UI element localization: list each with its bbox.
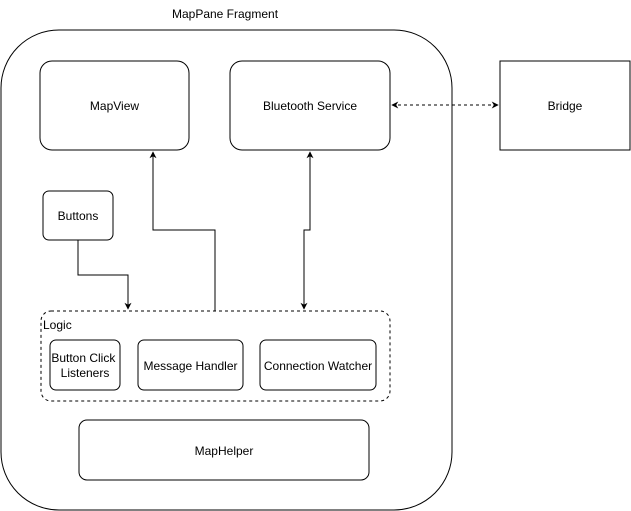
edge-logic-to-mapview <box>149 151 216 311</box>
maphelper-node <box>78 419 370 481</box>
edge-buttons-to-logic <box>77 240 132 310</box>
connection-watcher-label: Connection Watcher <box>264 359 372 373</box>
bluetooth-service-label: Bluetooth Service <box>263 99 357 113</box>
maphelper-label: MapHelper <box>195 444 254 458</box>
message-handler-node <box>137 339 244 391</box>
connection-watcher-node <box>259 339 377 391</box>
edge-bluetooth-to-logic <box>300 151 314 310</box>
container-title: MapPane Fragment <box>172 7 279 21</box>
button-click-listeners-label: Button Click Listeners <box>51 351 118 380</box>
logic-label: Logic <box>43 318 72 332</box>
button-click-label-line1: Button Click <box>51 351 116 365</box>
button-click-label-line2: Listeners <box>61 366 110 380</box>
bridge-label: Bridge <box>548 99 583 113</box>
message-handler-label: Message Handler <box>143 359 237 373</box>
button-click-listeners-node <box>49 339 121 391</box>
bluetooth-service-node <box>229 60 391 151</box>
mapview-label: MapView <box>90 99 139 113</box>
bridge-node <box>499 60 631 151</box>
mapview-node <box>39 60 190 151</box>
buttons-label: Buttons <box>58 209 99 223</box>
